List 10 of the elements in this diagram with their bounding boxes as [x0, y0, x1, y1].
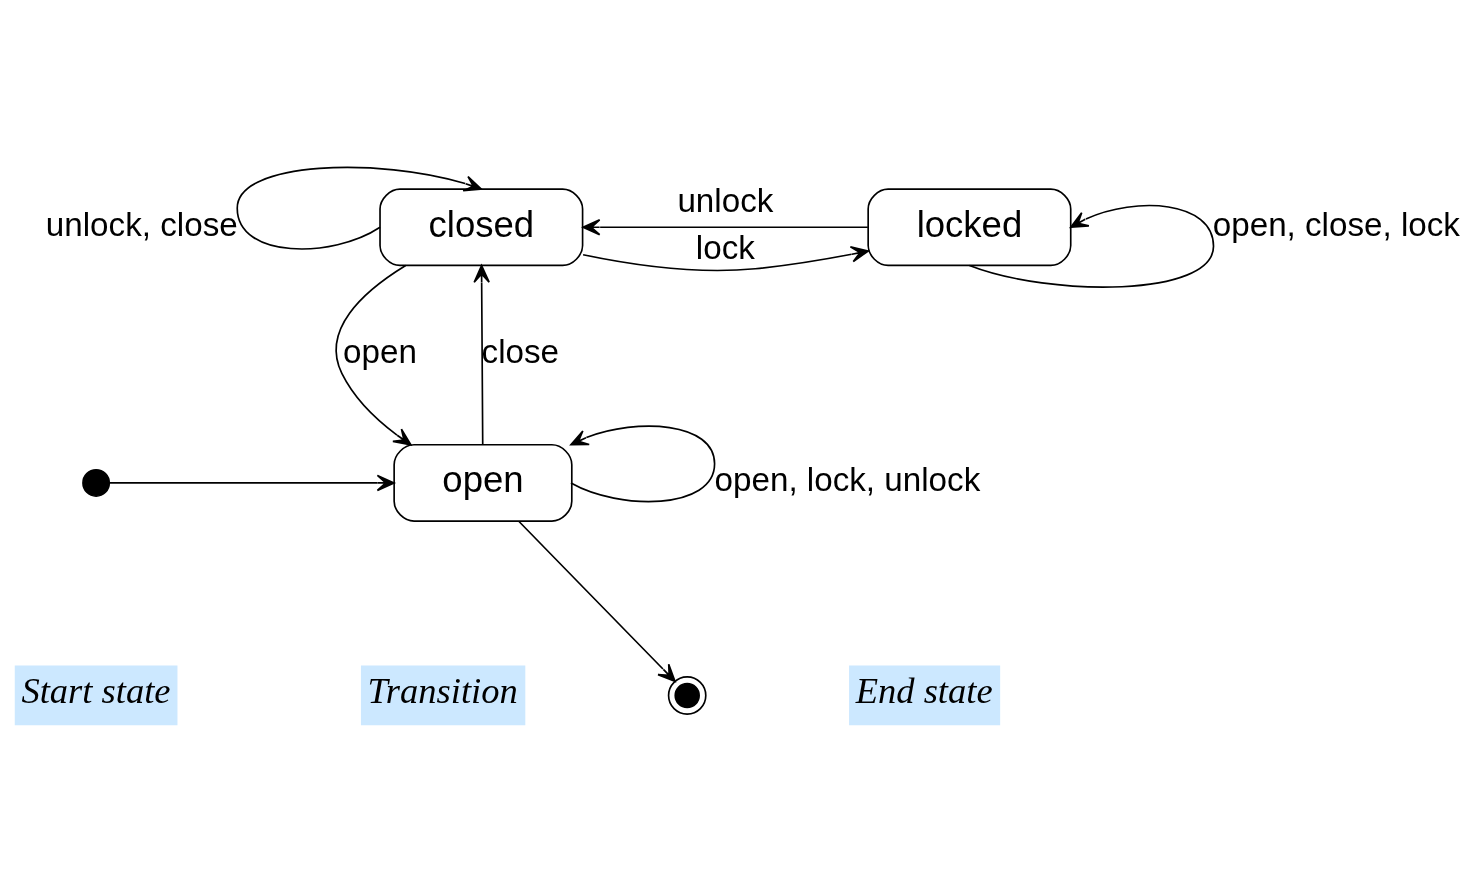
- edge-label: unlock, close: [45, 205, 238, 243]
- edge-label: lock: [695, 228, 755, 266]
- label: End state: [855, 669, 993, 711]
- edge-label: open: [343, 332, 417, 370]
- edge-label: unlock: [677, 181, 774, 219]
- edge-label: close: [481, 332, 560, 370]
- label: Transition: [367, 669, 518, 711]
- edge-label: open, close, lock: [1212, 205, 1460, 243]
- edge-label: open, lock, unlock: [714, 460, 981, 498]
- label: Start state: [21, 669, 171, 711]
